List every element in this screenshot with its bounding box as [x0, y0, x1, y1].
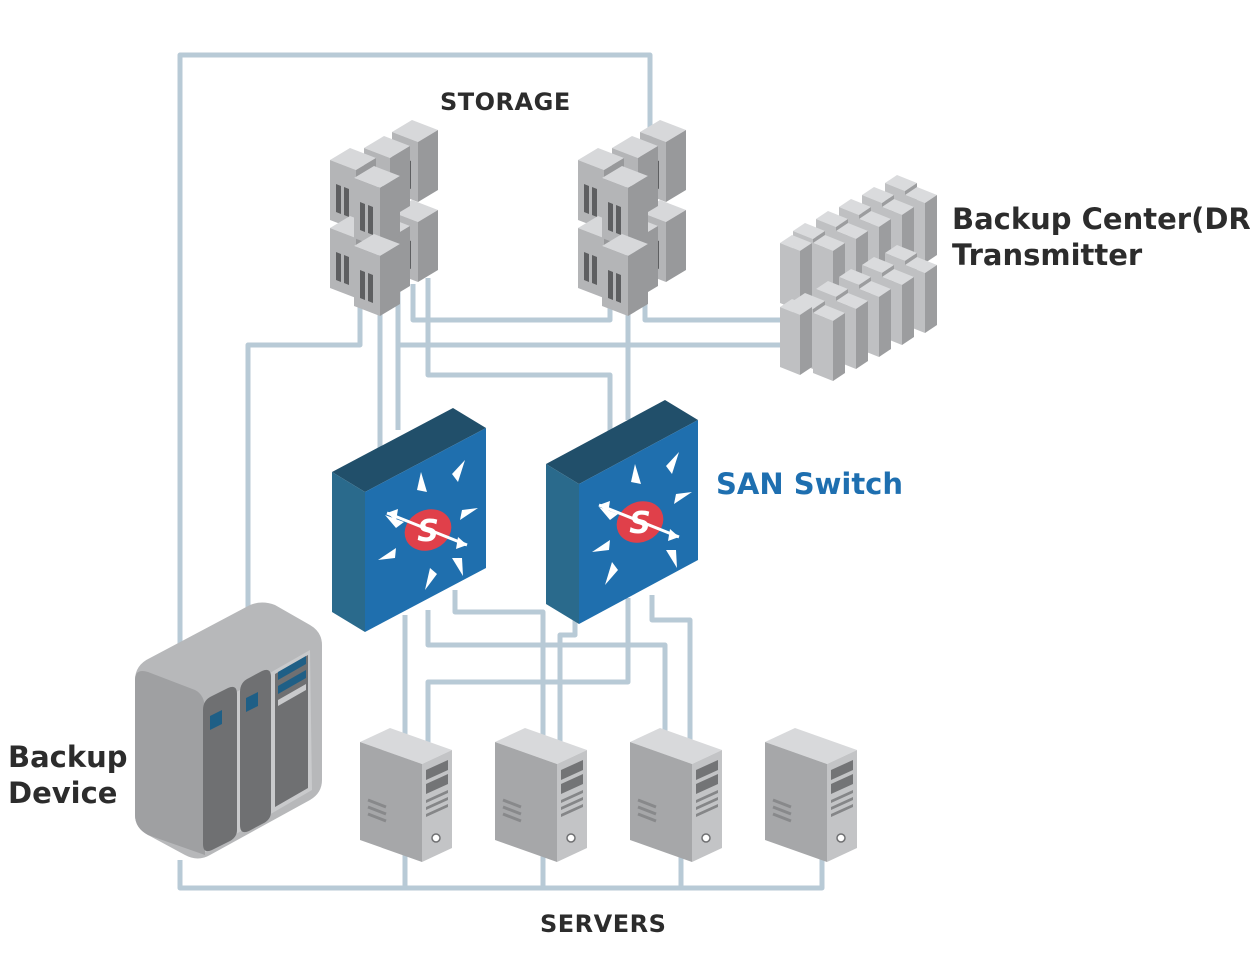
backup-device-label-line2: Device [8, 776, 118, 810]
backup-device-icon [135, 602, 322, 859]
switch-logo-letter: S [417, 514, 439, 549]
backup-center-label-line2: Transmitter [952, 238, 1143, 272]
servers-label: SERVERS [540, 910, 667, 938]
server-tower-icon [358, 726, 454, 864]
storage-array-icon [330, 120, 438, 316]
san-switch-icon: S [546, 400, 698, 624]
san-switch-icon: S [332, 408, 486, 632]
storage-array-icon [578, 120, 686, 316]
server-tower-icon [763, 726, 859, 864]
backup-center-label-line1: Backup Center(DR) [952, 202, 1250, 236]
san-switch-label: SAN Switch [716, 467, 904, 501]
storage-label: STORAGE [440, 88, 571, 116]
server-tower-icon [493, 726, 589, 864]
backup-device-label-line1: Backup [8, 740, 128, 774]
switch-logo-letter: S [629, 506, 651, 541]
backup-center-icon [780, 175, 937, 381]
server-tower-icon [628, 726, 724, 864]
